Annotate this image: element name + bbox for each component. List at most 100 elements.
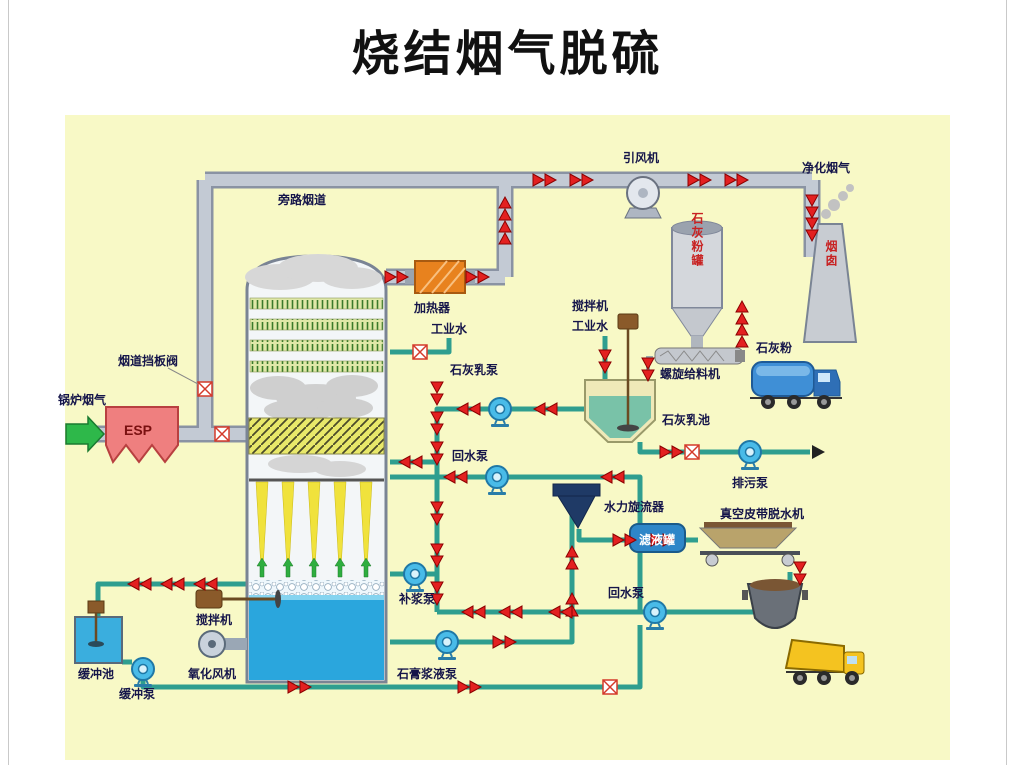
- label-id-fan: 引风机: [623, 150, 659, 165]
- oxidation-fan-unit: [198, 630, 247, 658]
- flue-damper-valve-icon: [197, 381, 213, 397]
- label-esp: ESP: [124, 422, 152, 438]
- packing-layer: [248, 417, 385, 455]
- pipe-industrial-water-tower: [390, 338, 452, 355]
- tower-agitator: [195, 589, 281, 609]
- foam-layer: [249, 580, 384, 595]
- dump-truck-bed: [784, 638, 845, 674]
- label-lime-powder: 石灰粉: [755, 340, 792, 355]
- belt-roller-right: [781, 553, 795, 567]
- id-fan-unit: [624, 176, 662, 219]
- label-oxidation-fan: 氧化风机: [187, 666, 236, 681]
- lime-truck-window: [818, 373, 830, 382]
- label-industrial-water-lime: 工业水: [572, 318, 609, 333]
- label-buffer-pump: 缓冲泵: [119, 686, 155, 701]
- agitator-impeller: [275, 590, 281, 608]
- slide-border-right: [1006, 0, 1007, 765]
- mist-middle: [250, 375, 378, 421]
- demister-layers: [249, 297, 384, 373]
- label-drain-pump: 排污泵: [732, 475, 768, 490]
- label-gypsum-pump: 石膏浆液泵: [396, 666, 457, 681]
- process-diagram: 旁路烟道 引风机 净化烟气 加热器 工业水 烟道挡板阀 锅炉烟气 ESP 搅拌机…: [58, 115, 950, 760]
- silo-top: [671, 220, 723, 236]
- label-bypass-flue: 旁路烟道: [277, 192, 326, 207]
- label-mixer-lime: 搅拌机: [572, 298, 608, 313]
- agitator-motor: [195, 589, 223, 609]
- dump-truck: [784, 638, 865, 685]
- feeder-motor: [735, 350, 745, 362]
- drain-outlet-arrow: [812, 445, 825, 459]
- label-lime-milk-pump: 石灰乳泵: [449, 362, 498, 377]
- mist-top: [245, 254, 382, 290]
- lime-mixer-impeller: [617, 424, 639, 432]
- lime-silo-unit: [671, 220, 723, 348]
- label-hydrocyclone: 水力旋流器: [604, 499, 665, 514]
- pipe-buffer-discharge: [122, 625, 643, 690]
- lime-truck-tank-highlight: [756, 366, 810, 376]
- label-lime-powder-tank: 石灰粉罐: [690, 212, 704, 268]
- label-filtrate-tank: 滤液罐: [639, 532, 675, 547]
- heater-hatch: [419, 260, 466, 294]
- drain-valve-icon: [684, 444, 700, 460]
- water-valve-icon: [412, 344, 428, 360]
- chimney-body: [802, 223, 858, 343]
- buffer-pool-tank: [74, 616, 123, 664]
- feeder-screw: [659, 350, 725, 362]
- label-heater: 加热器: [413, 300, 451, 315]
- slurry-pool: [249, 595, 384, 680]
- cyclone-cone: [557, 495, 596, 529]
- label-lime-milk-pool: 石灰乳池: [661, 412, 710, 427]
- lime-truck: [750, 361, 842, 409]
- label-agitator-tower: 搅拌机: [196, 612, 232, 627]
- pipe-return-upper: [390, 474, 643, 524]
- cyclone-top: [552, 483, 601, 497]
- belt-cake: [704, 522, 792, 529]
- damper-label-leader: [167, 367, 199, 385]
- buffer-pool-unit: [74, 600, 123, 664]
- label-screw-feeder: 螺旋给料机: [660, 366, 720, 381]
- buffer-mixer-impeller: [88, 641, 104, 647]
- chimney-unit: [802, 184, 858, 343]
- label-vacuum-belt: 真空皮带脱水机: [720, 506, 804, 521]
- label-flue-damper: 烟道挡板阀: [118, 353, 178, 368]
- belt-roller-left: [705, 553, 719, 567]
- oxidation-air-arrows: [256, 557, 372, 578]
- chimney-smoke: [821, 184, 854, 219]
- labels: 旁路烟道 引风机 净化烟气 加热器 工业水 烟道挡板阀 锅炉烟气 ESP 搅拌机…: [58, 150, 850, 701]
- label-industrial-water-tower: 工业水: [431, 321, 468, 336]
- label-chimney: 烟囱: [824, 240, 838, 268]
- slide-border-left: [8, 0, 9, 765]
- vacuum-belt-unit: [698, 522, 800, 567]
- hydrocyclone-unit: [552, 483, 601, 529]
- silo-outlet: [691, 336, 703, 348]
- spray-nozzles: [255, 481, 373, 561]
- buffer-mixer-motor: [87, 600, 105, 614]
- bowl-contents: [750, 579, 800, 591]
- label-return-pump-lower: 回水泵: [608, 585, 644, 600]
- esp-unit: [105, 406, 179, 464]
- label-boiler-gas: 锅炉烟气: [58, 392, 106, 407]
- dump-truck-window: [847, 656, 857, 664]
- lime-mixer-motor: [617, 313, 639, 330]
- absorber-tower: [245, 254, 388, 684]
- page-title: 烧结烟气脱硫: [351, 28, 664, 81]
- belt-hopper: [698, 527, 798, 549]
- oxidation-fan-hub: [208, 640, 216, 648]
- dump-truck-hubs: [797, 675, 855, 681]
- label-makeup-pump: 补浆泵: [398, 591, 435, 606]
- bowl-body: [746, 583, 804, 629]
- mist-lower: [268, 455, 366, 477]
- heater-stub-left: [405, 270, 415, 284]
- pool-surface: [249, 595, 384, 600]
- bowl-trunnion-right: [802, 590, 808, 600]
- id-fan-hub: [638, 188, 648, 198]
- lime-truck-hubs: [765, 399, 827, 405]
- feeder-body: [654, 347, 744, 365]
- gypsum-bowl: [742, 579, 808, 629]
- buffer-line-valve-icon: [602, 679, 618, 695]
- bowl-trunnion-left: [742, 590, 748, 600]
- label-clean-gas: 净化烟气: [802, 160, 850, 175]
- heater-unit: [405, 260, 475, 294]
- oxidation-duct: [225, 638, 247, 650]
